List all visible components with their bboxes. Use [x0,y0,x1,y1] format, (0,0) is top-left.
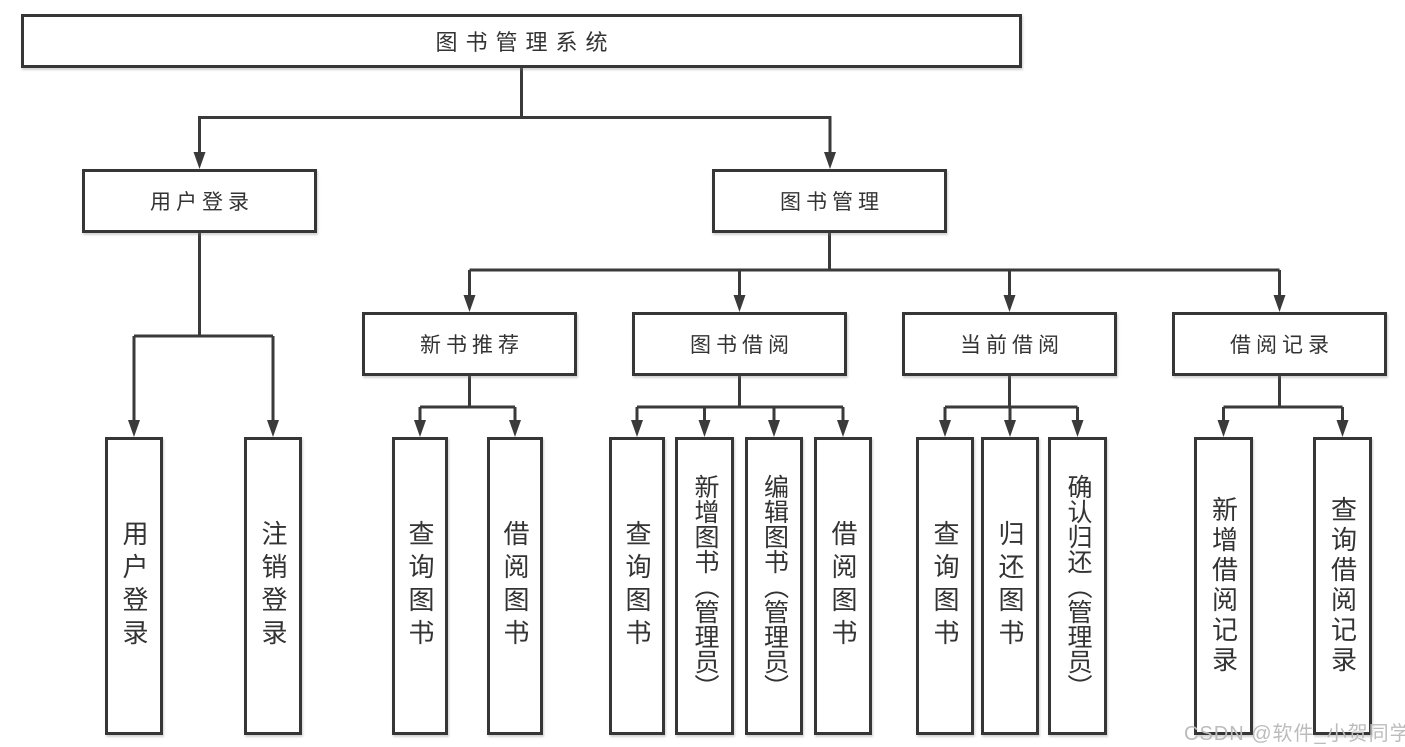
node-user-login-branch: 用户登录 [82,169,317,233]
leaf-label: 归还图书 [995,520,1025,652]
leaf-label: 新增图书（管理员） [691,473,719,699]
node-leaf-borrow-books-2: 借阅图书 [814,437,872,735]
node-label: 用户登录 [150,191,254,214]
leaf-label: 新增借阅记录 [1208,496,1239,676]
node-leaf-add-book-admin: 新增图书（管理员） [675,437,734,735]
node-current-borrow: 当前借阅 [902,312,1117,376]
leaf-label: 查询图书 [622,520,652,652]
node-new-book-recommend: 新书推荐 [362,312,577,376]
node-label: 借阅记录 [1230,334,1334,357]
node-label: 图书管理 [780,191,884,214]
leaf-label: 查询图书 [405,520,435,652]
node-leaf-add-borrow-record: 新增借阅记录 [1194,437,1253,735]
node-leaf-query-books-2: 查询图书 [609,437,665,735]
leaf-label: 注销登录 [258,520,288,652]
node-label: 当前借阅 [960,334,1064,357]
leaf-label: 查询借阅记录 [1327,496,1358,676]
node-borrow-record: 借阅记录 [1172,312,1387,376]
node-root: 图书管理系统 [21,14,1022,68]
leaf-label: 借阅图书 [500,520,530,652]
node-root-label: 图书管理系统 [435,30,616,55]
node-leaf-logout: 注销登录 [244,437,302,735]
node-leaf-query-borrow-record: 查询借阅记录 [1313,437,1372,735]
node-leaf-confirm-return-admin: 确认归还（管理员） [1048,437,1107,735]
node-leaf-user-login: 用户登录 [105,437,163,735]
node-label: 新书推荐 [420,334,524,357]
leaf-label: 借阅图书 [828,520,858,652]
node-book-management-branch: 图书管理 [712,169,947,233]
node-leaf-return-book: 归还图书 [981,437,1039,735]
node-leaf-borrow-books-1: 借阅图书 [487,437,543,735]
node-label: 图书借阅 [690,334,794,357]
leaf-label: 查询图书 [930,520,960,652]
node-leaf-query-books-1: 查询图书 [392,437,448,735]
node-leaf-query-books-3: 查询图书 [916,437,974,735]
leaf-label: 用户登录 [119,520,149,652]
arrowheads [128,152,1349,437]
node-book-borrow: 图书借阅 [632,312,847,376]
node-leaf-edit-book-admin: 编辑图书（管理员） [745,437,803,735]
watermark: CSDN @软件_小贺同学 [1184,723,1405,745]
leaf-label: 确认归还（管理员） [1064,473,1092,699]
leaf-label: 编辑图书（管理员） [760,473,789,699]
